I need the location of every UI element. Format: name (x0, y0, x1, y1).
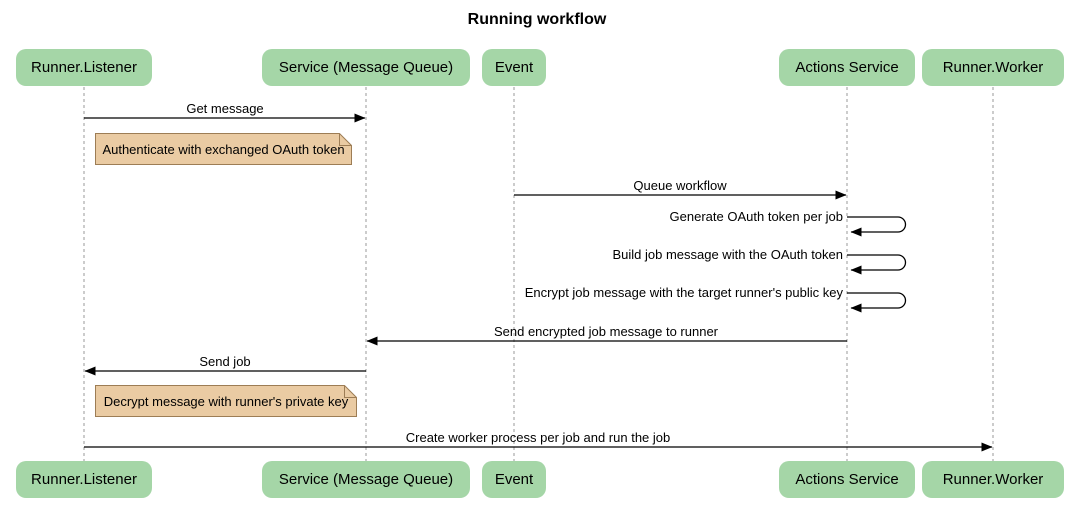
message-label-queue-workflow: Queue workflow (633, 178, 727, 193)
note-decrypt-with-private-key: Decrypt message with runner's private ke… (103, 393, 349, 409)
actor-top-service-message-queue: Service (Message Queue) (262, 49, 470, 86)
actor-bottom-event: Event (482, 461, 546, 498)
actor-top-runner-worker: Runner.Worker (922, 49, 1064, 86)
self-loop-build-job-message (847, 254, 907, 275)
note-shape-authenticate (95, 133, 352, 165)
message-label-generate-oauth-token: Generate OAuth token per job (669, 209, 843, 224)
actor-bottom-actions-service: Actions Service (779, 461, 915, 498)
actor-top-actions-service: Actions Service (779, 49, 915, 86)
message-label-send-encrypted-message: Send encrypted job message to runner (493, 324, 719, 339)
message-label-create-worker-process: Create worker process per job and run th… (405, 430, 671, 445)
self-loop-encrypt-job-message (847, 292, 907, 313)
actor-bottom-runner-listener: Runner.Listener (16, 461, 152, 498)
actor-bottom-service-message-queue: Service (Message Queue) (262, 461, 470, 498)
message-label-build-job-message: Build job message with the OAuth token (612, 247, 843, 262)
actor-top-event: Event (482, 49, 546, 86)
message-label-get-message: Get message (186, 101, 264, 116)
message-label-encrypt-job-message: Encrypt job message with the target runn… (524, 285, 843, 300)
note-fold-authenticate (339, 133, 352, 146)
note-authenticate-oauth-token: Authenticate with exchanged OAuth token (102, 141, 345, 157)
diagram-title: Running workflow (467, 11, 607, 28)
note-shape-decrypt (95, 385, 357, 417)
message-label-send-job: Send job (199, 354, 251, 369)
self-loop-generate-oauth-token (847, 216, 907, 237)
note-fold-decrypt (344, 385, 357, 398)
actor-bottom-runner-worker: Runner.Worker (922, 461, 1064, 498)
actor-top-runner-listener: Runner.Listener (16, 49, 152, 86)
